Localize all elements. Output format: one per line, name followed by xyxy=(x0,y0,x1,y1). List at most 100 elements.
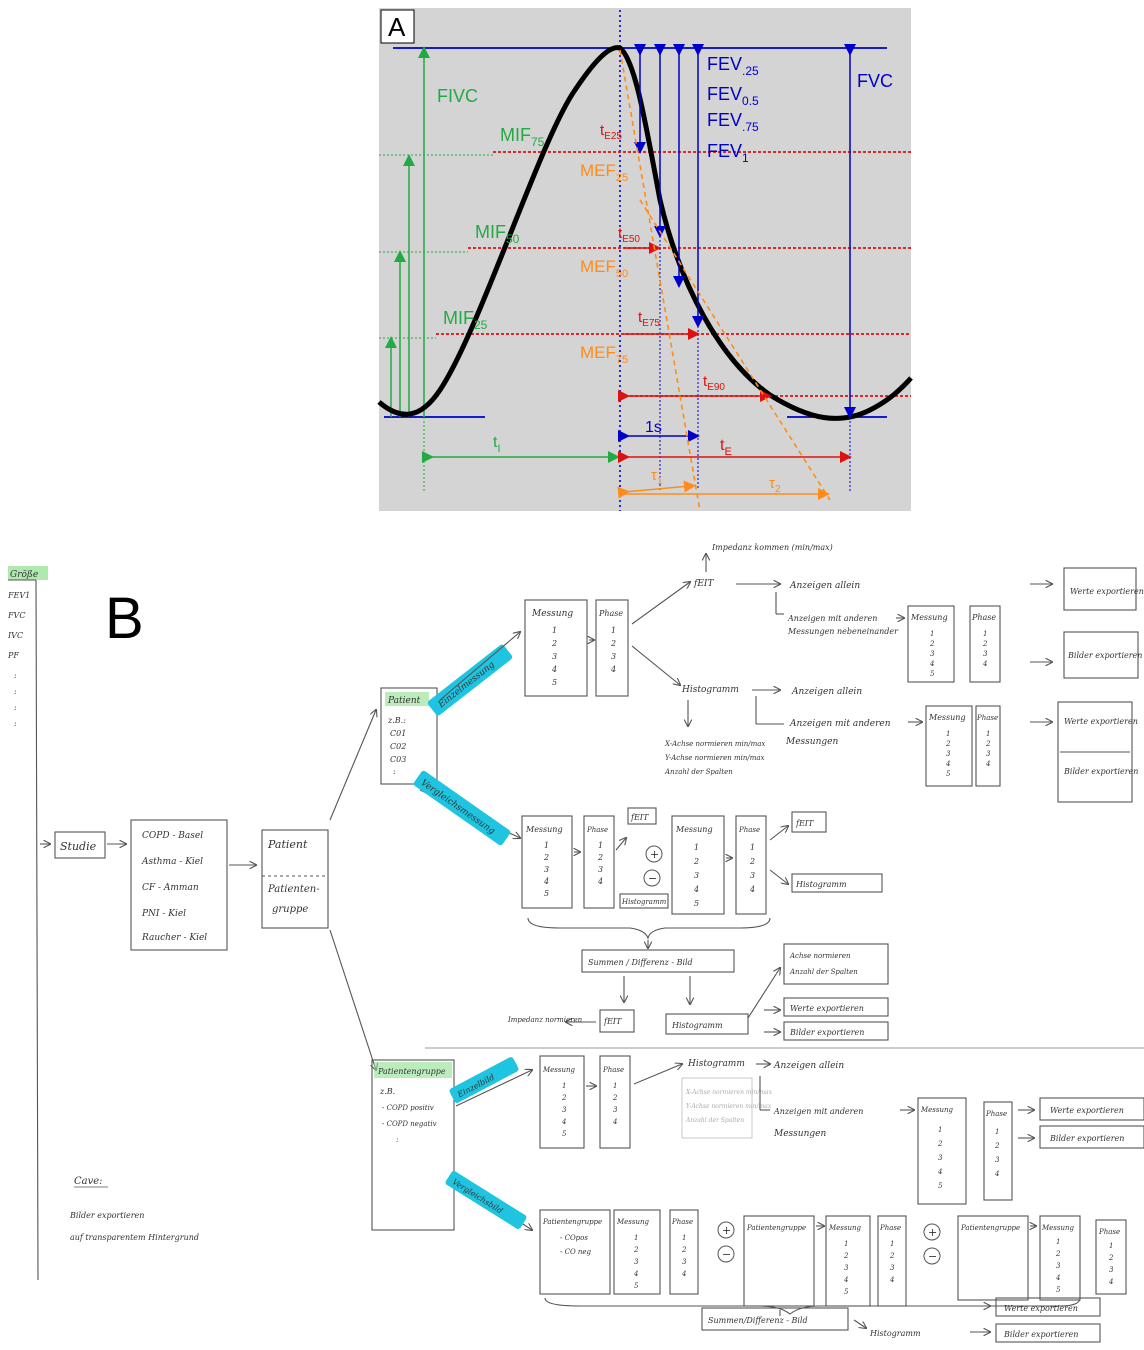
messung-mid2-num: 4 xyxy=(693,885,699,894)
messung-box-vb1 xyxy=(613,1209,661,1295)
summen-box-2 xyxy=(701,1307,849,1331)
messung-box-group-right xyxy=(917,1097,967,1205)
export-box-top2 xyxy=(1063,631,1139,679)
phase-mid-num: 3 xyxy=(598,865,603,874)
patient-choice-line1: Patient xyxy=(267,838,308,851)
patientengruppe-box-2 xyxy=(743,1215,815,1307)
plus-symbol-3: + xyxy=(928,1226,937,1239)
messung-mid2-num: 5 xyxy=(694,899,699,908)
te75-label: tE75 xyxy=(638,309,660,329)
phase-vb2-title: Phase xyxy=(879,1224,901,1232)
group-item: PNI - Kiel xyxy=(141,909,186,919)
anzeigen-allein-label-3: Anzeigen allein xyxy=(773,1061,844,1071)
phase-group-right-title: Phase xyxy=(985,1110,1007,1118)
messung-num: 5 xyxy=(552,678,557,687)
messung-group-num: 3 xyxy=(562,1106,567,1114)
panel-a-letter-box xyxy=(380,9,415,44)
achse-box xyxy=(783,943,889,985)
mef50-label: MEF50 xyxy=(580,257,628,280)
fev05-label: FEV0.5 xyxy=(707,84,759,108)
phase-vb1-num: 4 xyxy=(681,1270,686,1278)
messung-box xyxy=(524,599,588,697)
phase-group-right-num: 4 xyxy=(994,1170,999,1178)
phase-vb2-num: 1 xyxy=(890,1240,894,1248)
werte-exportieren-5: Werte exportieren xyxy=(1004,1304,1078,1313)
messung-vb3-num: 1 xyxy=(1056,1238,1060,1246)
messungen-label: Messungen xyxy=(785,737,838,747)
messung-group-num: 5 xyxy=(562,1130,567,1138)
bilder-box-bottom xyxy=(783,1021,889,1041)
messung-mid-num: 4 xyxy=(543,877,549,886)
messung-vb2-num: 2 xyxy=(843,1252,849,1260)
anzeigen-allein-label: Anzeigen allein xyxy=(789,581,860,591)
spirometry-diagram: A FIVC FVC MIF75 MIF50 MIF25 tI xyxy=(377,8,913,512)
messung-right-num: 5 xyxy=(930,670,935,678)
phase-vb3-title: Phase xyxy=(1098,1228,1120,1236)
plus-circle xyxy=(645,845,663,863)
phase-box-mid xyxy=(583,815,615,909)
patient-group-item: - COPD positiv xyxy=(382,1104,434,1112)
messung-box-mid xyxy=(521,815,573,909)
group-item: Raucher - Kiel xyxy=(141,933,207,943)
sidebar-highlight xyxy=(8,566,48,580)
histogramm-mid-label: Histogramm xyxy=(621,898,667,906)
study-label: Studie xyxy=(60,840,97,853)
messung-group-right-num: 4 xyxy=(937,1168,942,1176)
messung-vb3-num: 3 xyxy=(1056,1262,1061,1270)
phase-num: 3 xyxy=(611,652,616,661)
phase-num: 1 xyxy=(611,626,616,635)
sidebar-item: : xyxy=(14,719,17,728)
tau2-label: τ2 xyxy=(769,475,781,495)
phase-right-num: 2 xyxy=(982,640,988,648)
messung-mid-num: 3 xyxy=(544,865,549,874)
histogramm-bottom-label-2: Histogramm xyxy=(869,1329,921,1338)
cave-title: Cave: xyxy=(74,1176,103,1187)
coneg-label: - CO neg xyxy=(560,1248,592,1256)
phase-right-num: 4 xyxy=(982,660,987,668)
axis-options-faded xyxy=(681,1077,753,1139)
sidebar-item: FVC xyxy=(7,611,25,620)
messung-vb3-num: 2 xyxy=(1055,1250,1061,1258)
messung-vb1-num: 3 xyxy=(634,1258,639,1266)
phase-right2-title: Phase xyxy=(976,714,998,722)
patient-group-item: - COPD negativ xyxy=(382,1120,437,1128)
achse-label: Achse normieren xyxy=(789,952,851,960)
messung-right2-title: Messung xyxy=(928,713,966,722)
phase-vb1-num: 3 xyxy=(682,1258,687,1266)
werte-exportieren-4: Werte exportieren xyxy=(1050,1106,1124,1115)
sidebar-item: : xyxy=(14,687,17,696)
impedanz-normieren-1: Impedanz normieren xyxy=(507,1016,583,1024)
messung-vb3-num: 5 xyxy=(1056,1286,1061,1294)
patient-choice-line2: Patienten- xyxy=(267,884,320,895)
group-item: COPD - Basel xyxy=(142,831,203,841)
anzahl-spalten-label-2: Anzahl der Spalten xyxy=(789,968,858,976)
sidebar-item: IVC xyxy=(7,631,23,640)
messung-group-right-num: 2 xyxy=(937,1140,943,1148)
ti-label: tI xyxy=(493,434,501,455)
patientengruppe-box-3 xyxy=(957,1215,1029,1301)
summen-box xyxy=(581,949,735,973)
werte-exportieren-3: Werte exportieren xyxy=(790,1004,864,1013)
messung-vb2-num: 3 xyxy=(844,1264,849,1272)
te50-label: tE50 xyxy=(618,225,640,245)
minus-circle xyxy=(643,869,661,887)
anzahl-faded: Anzahl der Spalten xyxy=(685,1117,744,1124)
patient-box xyxy=(380,687,438,785)
werte-exportieren-1: Werte exportieren xyxy=(1070,587,1144,596)
phase-group-right-num: 2 xyxy=(994,1142,1000,1150)
messung-group-num: 4 xyxy=(561,1118,566,1126)
impedanz-top-label: Impedanz kommen (min/max) xyxy=(711,543,833,552)
feit-mid2-label: fEIT xyxy=(795,819,814,828)
groups-box xyxy=(130,819,228,951)
mef75-label: MEF75 xyxy=(580,343,628,366)
phase-vb2-num: 4 xyxy=(889,1276,894,1284)
patientengruppe-label-2: Patientengruppe xyxy=(746,1224,806,1232)
phase-group-right-num: 1 xyxy=(995,1128,999,1136)
phase-group-num: 3 xyxy=(613,1106,618,1114)
one-s-label: 1s xyxy=(645,419,662,436)
cave-line2: auf transparentem Hintergrund xyxy=(70,1233,199,1242)
phase-box-group-right xyxy=(983,1101,1013,1201)
tau1-label: τ1 xyxy=(651,467,663,487)
feit-box-bottom xyxy=(599,1009,635,1033)
phase-group-num: 4 xyxy=(612,1118,617,1126)
